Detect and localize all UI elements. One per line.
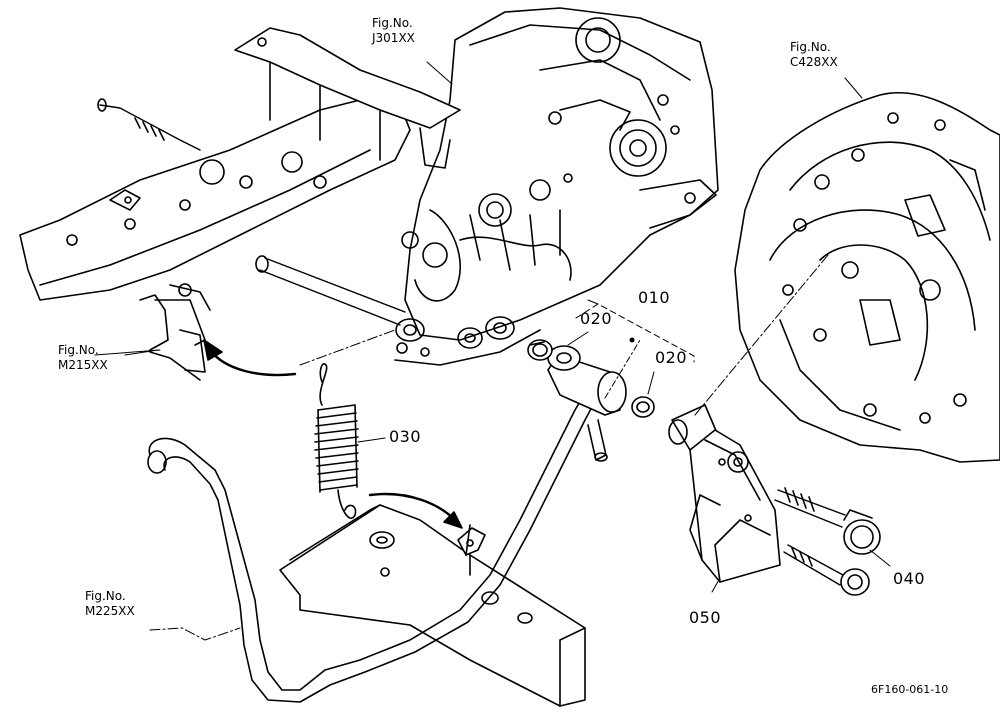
leader-lines xyxy=(94,61,891,641)
figure-ref-c428: Fig.No. C428XX xyxy=(790,40,838,70)
spring-030 xyxy=(314,363,359,519)
figure-ref-m215-line1: Fig.No. xyxy=(58,343,99,357)
bracket-050 xyxy=(689,429,781,583)
clutch-housing xyxy=(734,91,1000,463)
bolts-040 xyxy=(774,487,881,596)
pedal-arm xyxy=(147,384,601,703)
assembly-arrows xyxy=(203,339,463,529)
transmission-housing xyxy=(394,7,719,366)
figure-ref-m215-line2: M215XX xyxy=(58,358,108,372)
part-number-040: 040 xyxy=(893,569,926,588)
part-number-020-b: 020 xyxy=(655,348,688,367)
figure-ref-m225-line1: Fig.No. xyxy=(85,589,126,603)
part-number-010: 010 xyxy=(638,288,671,307)
figure-ref-j301: Fig.No. J301XX xyxy=(372,16,415,46)
part-number-020-a: 020 xyxy=(580,309,613,328)
figure-ref-c428-line2: C428XX xyxy=(790,55,838,69)
figure-ref-m225-line2: M225XX xyxy=(85,604,135,618)
figure-ref-j301-line2: J301XX xyxy=(372,31,415,45)
pedal-shaft-assembly xyxy=(457,345,627,556)
drawing-code: 6F160-061-10 xyxy=(871,683,949,696)
figure-ref-m215: Fig.No. M215XX xyxy=(58,343,108,373)
pedal-mount-plate xyxy=(279,504,586,707)
figure-ref-m225: Fig.No. M225XX xyxy=(85,589,135,619)
part-number-050: 050 xyxy=(689,608,722,627)
frame-bracket xyxy=(19,27,461,381)
bushings xyxy=(527,339,655,418)
part-number-030: 030 xyxy=(389,427,422,446)
figure-ref-j301-line1: Fig.No. xyxy=(372,16,413,30)
figure-ref-c428-line1: Fig.No. xyxy=(790,40,831,54)
